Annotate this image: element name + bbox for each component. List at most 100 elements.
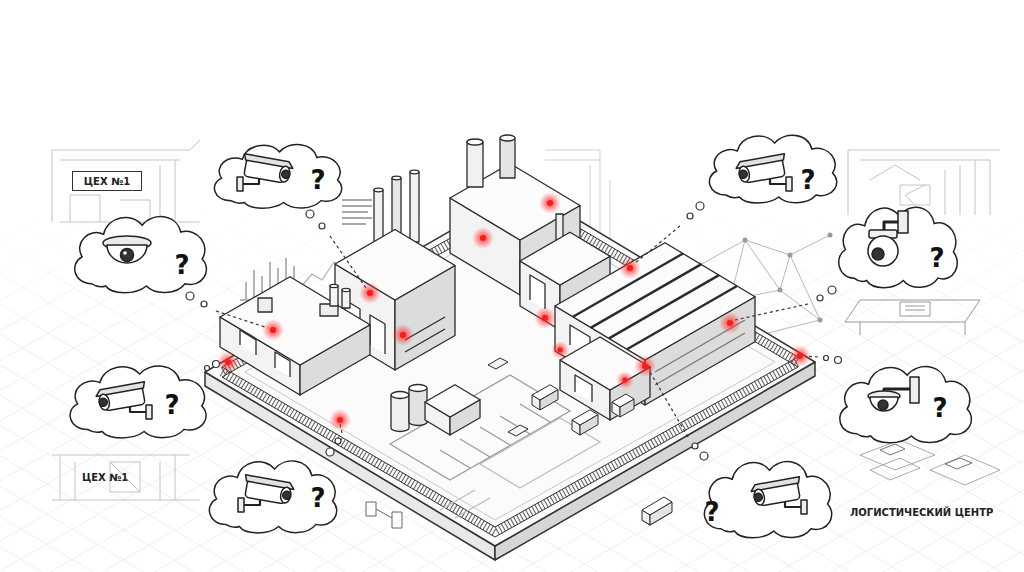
cloud-outline — [840, 367, 972, 443]
vehicles — [488, 358, 672, 525]
bubble-trails — [692, 443, 698, 449]
camera-hotspots — [329, 409, 351, 431]
bubble-trails — [650, 372, 688, 437]
bubble-trails — [735, 304, 808, 320]
thought-cloud: ? — [830, 195, 965, 290]
question-mark: ? — [796, 164, 820, 196]
thought-cloud: ? — [695, 450, 840, 540]
factory-buildings — [467, 139, 483, 145]
bubble-trails — [319, 223, 325, 229]
bubble-trails — [817, 295, 823, 301]
cloud-outline — [209, 461, 336, 533]
camera-hotspots — [217, 351, 239, 373]
camera-hotspots — [217, 192, 811, 431]
factory-buildings — [410, 172, 419, 242]
camera-hotspots — [623, 378, 628, 383]
background-sketch — [860, 440, 1000, 485]
camera-hotspots — [400, 332, 406, 338]
question-mark: ? — [928, 392, 952, 424]
factory-buildings — [342, 290, 350, 308]
background-sketch — [788, 253, 793, 258]
camera-icon — [735, 154, 792, 191]
bubble-trails — [326, 448, 334, 456]
camera-hotspots — [797, 353, 803, 359]
parking-area — [390, 375, 600, 518]
vehicles — [508, 425, 528, 436]
factory-buildings — [409, 388, 427, 426]
bubble-trails — [216, 311, 268, 328]
cloud-outline — [830, 195, 965, 290]
camera-hotspots — [367, 290, 373, 296]
camera-icon — [750, 477, 807, 514]
camera-hotspots — [558, 348, 563, 353]
factory-buildings — [410, 170, 419, 174]
factory-buildings — [220, 277, 370, 365]
cloud-outline — [839, 207, 958, 287]
camera-icon — [103, 236, 151, 263]
bubble-trails — [700, 452, 708, 460]
background-sketch — [342, 200, 372, 224]
camera-hotspots — [727, 320, 733, 326]
background-sketch — [845, 300, 980, 335]
thought-cloud: ? — [65, 205, 215, 295]
vehicles — [488, 358, 508, 369]
factory-buildings — [392, 176, 401, 180]
bubble-trails — [835, 357, 842, 364]
background-sketch — [52, 150, 190, 222]
background-sketch — [778, 288, 783, 293]
camera-hotspots — [789, 345, 811, 367]
area-label: ЦЕХ №1 — [82, 472, 128, 483]
cloud-outline — [70, 366, 206, 438]
bubble-trails — [205, 366, 210, 371]
camera-hotspots — [642, 363, 648, 369]
camera-hotspots — [539, 192, 561, 214]
cloud-outline — [65, 205, 215, 295]
camera-hotspots — [337, 417, 343, 423]
camera-hotspots — [634, 355, 656, 377]
vehicles — [572, 410, 598, 425]
background-sketch — [366, 502, 402, 528]
thought-cloud: ? — [60, 355, 215, 440]
thought-cloud: ? — [700, 125, 845, 205]
camera-hotspots — [616, 371, 634, 389]
factory-buildings — [330, 284, 338, 287]
bubble-trails — [330, 236, 366, 288]
camera-hotspots — [627, 265, 633, 271]
camera-hotspots — [534, 307, 556, 329]
camera-hotspots — [547, 200, 553, 206]
background-sketch — [52, 455, 200, 500]
factory-buildings — [409, 385, 427, 392]
question-mark: ? — [306, 164, 330, 196]
factory-buildings — [425, 385, 480, 417]
bubble-trails — [335, 438, 341, 444]
question-mark: ? — [306, 482, 330, 514]
factory-buildings — [500, 135, 515, 141]
factory-buildings — [500, 138, 515, 178]
vehicles — [532, 385, 558, 400]
cloud-outline — [709, 135, 836, 203]
bubble-trails — [201, 301, 207, 307]
sign-text: ЦЕХ №1 — [84, 176, 130, 187]
question-mark: ? — [160, 389, 184, 421]
factory-buildings — [530, 275, 545, 309]
factory-buildings — [391, 392, 409, 399]
cloud-outline — [60, 355, 215, 440]
factory-buildings — [573, 254, 737, 350]
sign-box: ЦЕХ №1 — [72, 171, 142, 191]
bubble-trails — [634, 226, 680, 264]
camera-hotspots — [359, 282, 381, 304]
camera-icon — [237, 154, 294, 191]
cloud-outline — [205, 135, 350, 210]
bubble-trails — [306, 210, 314, 218]
background-sketch — [880, 444, 972, 469]
camera-hotspots — [551, 341, 569, 359]
thought-cloud: ? — [830, 355, 980, 445]
camera-icon — [868, 211, 908, 266]
cloud-outline — [214, 145, 341, 208]
parking-area — [440, 490, 490, 518]
camera-hotspots — [480, 235, 486, 241]
bubble-trails — [186, 202, 842, 460]
factory-buildings — [391, 395, 409, 432]
